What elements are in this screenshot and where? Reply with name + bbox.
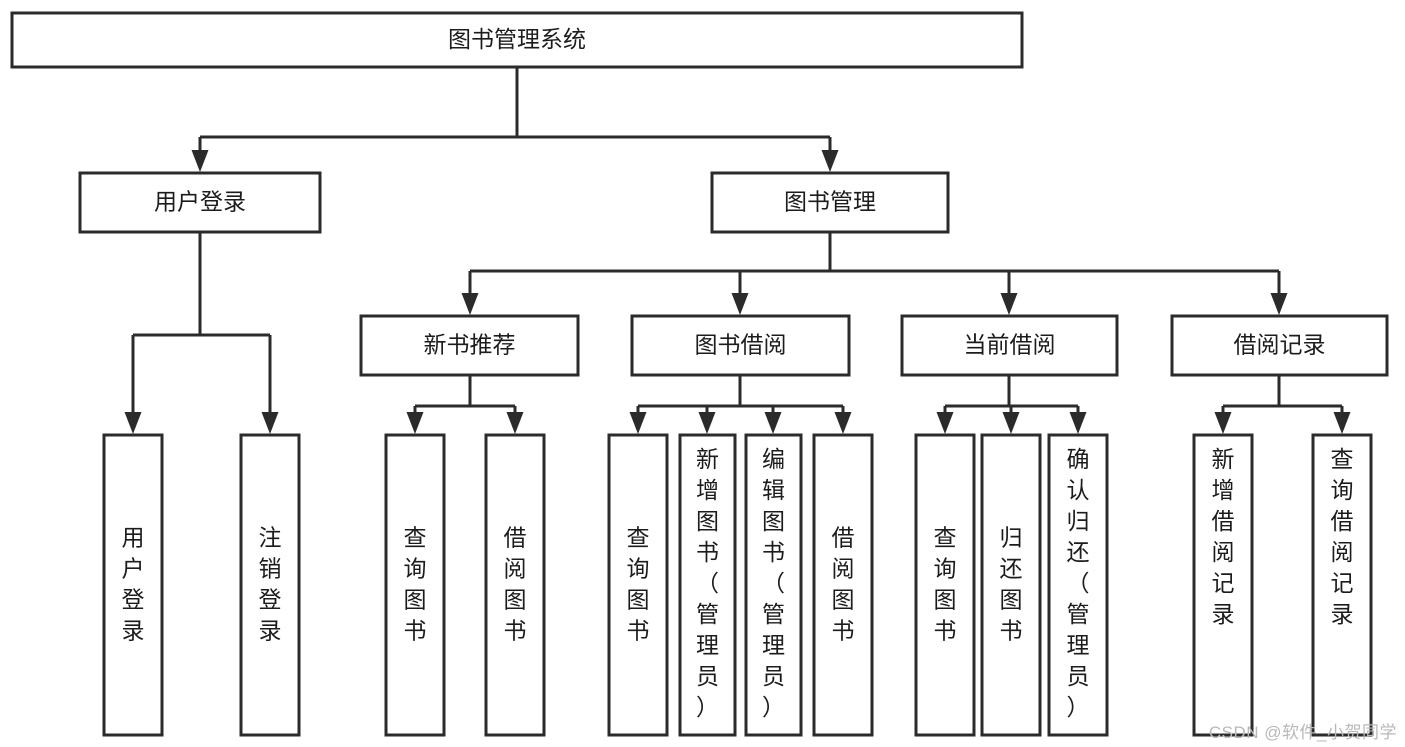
connector-group-user-login xyxy=(124,232,279,434)
csdn-watermark: CSDN @软件_小贺同学 xyxy=(1208,723,1397,742)
arrow-head-icon xyxy=(1069,412,1087,434)
node-box-leaf-logout[interactable] xyxy=(239,433,301,737)
node-label-leaf-query-book-2: 查询图书 xyxy=(627,525,650,644)
node-label-leaf-query-book-1: 查询图书 xyxy=(404,525,427,644)
node-leaf-borrow-book-2[interactable]: 借阅图书 xyxy=(812,433,874,737)
connector-group-book-manage xyxy=(461,232,1288,315)
node-label-leaf-query-record: 查询借阅记录 xyxy=(1331,446,1354,627)
node-label-book-manage: 图书管理 xyxy=(784,189,876,215)
node-box-borrow-record[interactable] xyxy=(1170,314,1389,377)
node-box-leaf-return-book[interactable] xyxy=(980,433,1042,737)
node-leaf-query-book-1[interactable]: 查询图书 xyxy=(384,433,446,737)
arrow-head-icon xyxy=(1002,412,1020,434)
node-leaf-query-book-2[interactable]: 查询图书 xyxy=(607,433,669,737)
arrow-head-icon xyxy=(261,412,279,434)
arrow-head-icon xyxy=(191,150,209,172)
node-box-book-manage[interactable] xyxy=(710,171,950,234)
node-book-borrow[interactable]: 图书借阅 xyxy=(630,314,851,377)
arrow-head-icon xyxy=(821,150,839,172)
arrow-head-icon xyxy=(1333,412,1351,434)
node-box-leaf-confirm-return[interactable] xyxy=(1047,433,1109,737)
node-box-leaf-query-record[interactable] xyxy=(1311,433,1373,737)
connector-group-current-borrow xyxy=(936,375,1087,434)
node-box-leaf-add-book[interactable] xyxy=(678,433,737,737)
node-leaf-return-book[interactable]: 归还图书 xyxy=(980,433,1042,737)
connector-layer xyxy=(124,67,1351,434)
arrow-head-icon xyxy=(1214,412,1232,434)
arrow-head-icon xyxy=(406,412,424,434)
node-box-root[interactable] xyxy=(10,11,1024,69)
arrow-head-icon xyxy=(124,412,142,434)
node-label-leaf-user-login: 用户登录 xyxy=(122,525,145,644)
node-leaf-confirm-return[interactable]: 确认归还（管理员） xyxy=(1047,433,1109,737)
node-box-leaf-query-book-2[interactable] xyxy=(607,433,669,737)
arrow-head-icon xyxy=(936,412,954,434)
node-label-leaf-borrow-book-1: 借阅图书 xyxy=(504,525,527,644)
node-label-leaf-confirm-return: 确认归还（管理员） xyxy=(1067,446,1090,720)
node-label-leaf-logout: 注销登录 xyxy=(259,525,282,644)
node-label-book-borrow: 图书借阅 xyxy=(695,332,787,358)
node-leaf-logout[interactable]: 注销登录 xyxy=(239,433,301,737)
node-label-user-login: 用户登录 xyxy=(154,189,246,215)
node-label-leaf-return-book: 归还图书 xyxy=(1000,525,1023,644)
node-box-book-borrow[interactable] xyxy=(630,314,851,377)
connector-group-borrow-record xyxy=(1214,375,1351,434)
connector-group-book-borrow xyxy=(629,375,852,434)
node-label-leaf-add-record: 新增借阅记录 xyxy=(1212,446,1235,627)
node-current-borrow[interactable]: 当前借阅 xyxy=(900,314,1119,377)
arrow-head-icon xyxy=(629,412,647,434)
node-label-new-book-rec: 新书推荐 xyxy=(424,332,516,358)
arrow-head-icon xyxy=(834,412,852,434)
node-label-leaf-add-book: 新增图书（管理员） xyxy=(696,446,719,720)
node-box-leaf-borrow-book-1[interactable] xyxy=(484,433,546,737)
node-box-leaf-edit-book[interactable] xyxy=(744,433,803,737)
node-label-current-borrow: 当前借阅 xyxy=(964,332,1056,358)
node-label-leaf-query-book-3: 查询图书 xyxy=(934,525,957,644)
node-box-leaf-add-record[interactable] xyxy=(1192,433,1254,737)
node-user-login[interactable]: 用户登录 xyxy=(78,171,322,234)
node-layer: 图书管理系统用户登录图书管理新书推荐图书借阅当前借阅借阅记录用户登录注销登录查询… xyxy=(10,11,1389,737)
node-book-manage[interactable]: 图书管理 xyxy=(710,171,950,234)
node-leaf-add-record[interactable]: 新增借阅记录 xyxy=(1192,433,1254,737)
connector-group-root xyxy=(191,67,839,172)
node-box-user-login[interactable] xyxy=(78,171,322,234)
node-box-current-borrow[interactable] xyxy=(900,314,1119,377)
node-leaf-edit-book[interactable]: 编辑图书（管理员） xyxy=(744,433,803,737)
arrow-head-icon xyxy=(731,293,749,315)
node-box-new-book-rec[interactable] xyxy=(359,314,580,377)
node-leaf-user-login[interactable]: 用户登录 xyxy=(102,433,164,737)
node-label-leaf-borrow-book-2: 借阅图书 xyxy=(832,525,855,644)
arrow-head-icon xyxy=(1000,293,1018,315)
node-leaf-borrow-book-1[interactable]: 借阅图书 xyxy=(484,433,546,737)
node-leaf-query-record[interactable]: 查询借阅记录 xyxy=(1311,433,1373,737)
node-label-leaf-edit-book: 编辑图书（管理员） xyxy=(762,446,785,720)
node-box-leaf-query-book-3[interactable] xyxy=(914,433,976,737)
arrow-head-icon xyxy=(506,412,524,434)
node-box-leaf-query-book-1[interactable] xyxy=(384,433,446,737)
node-leaf-query-book-3[interactable]: 查询图书 xyxy=(914,433,976,737)
arrow-head-icon xyxy=(1270,293,1288,315)
node-box-leaf-borrow-book-2[interactable] xyxy=(812,433,874,737)
node-new-book-rec[interactable]: 新书推荐 xyxy=(359,314,580,377)
node-leaf-add-book[interactable]: 新增图书（管理员） xyxy=(678,433,737,737)
connector-group-new-book-rec xyxy=(406,375,524,434)
arrow-head-icon xyxy=(698,412,716,434)
node-root[interactable]: 图书管理系统 xyxy=(10,11,1024,69)
arrow-head-icon xyxy=(764,412,782,434)
node-borrow-record[interactable]: 借阅记录 xyxy=(1170,314,1389,377)
node-box-leaf-user-login[interactable] xyxy=(102,433,164,737)
arrow-head-icon xyxy=(461,293,479,315)
node-label-borrow-record: 借阅记录 xyxy=(1234,332,1326,358)
node-label-root: 图书管理系统 xyxy=(448,26,586,52)
